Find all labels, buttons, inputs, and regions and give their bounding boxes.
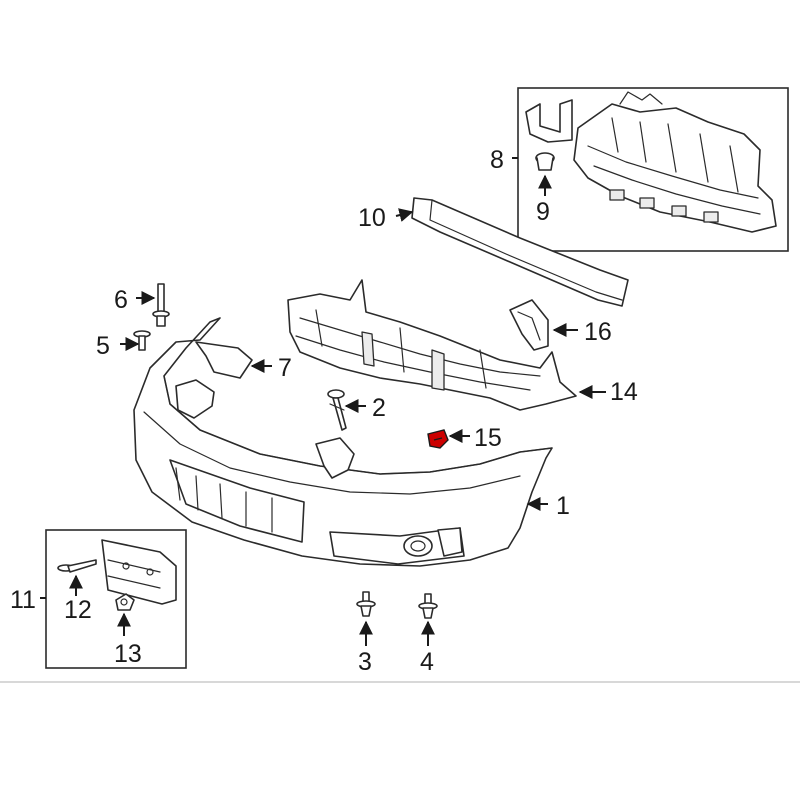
- screw-12[interactable]: [57, 559, 97, 573]
- callout-16: 16: [584, 318, 612, 346]
- clip-15[interactable]: [427, 429, 449, 449]
- air-deflector[interactable]: [287, 279, 577, 411]
- callout-13: 13: [114, 640, 142, 668]
- guide-bracket[interactable]: [175, 341, 355, 479]
- bumper-cover[interactable]: [133, 317, 553, 567]
- absorber-bracket[interactable]: [525, 99, 573, 143]
- callout-10: 10: [358, 204, 386, 232]
- callout-7: 7: [278, 354, 292, 382]
- push-pin-2[interactable]: [327, 389, 347, 431]
- nut-13[interactable]: [115, 593, 135, 611]
- bolt-6[interactable]: [152, 283, 170, 327]
- callout-3: 3: [358, 648, 372, 676]
- callout-8: 8: [490, 146, 504, 174]
- impact-bar[interactable]: [411, 197, 629, 307]
- screw-5[interactable]: [133, 330, 151, 351]
- callout-14: 14: [610, 378, 638, 406]
- inset-box-absorber: [517, 87, 789, 252]
- fastener-4[interactable]: [418, 593, 438, 619]
- callout-5: 5: [96, 332, 110, 360]
- callout-9: 9: [536, 198, 550, 226]
- callout-1: 1: [556, 492, 570, 520]
- callout-12: 12: [64, 596, 92, 624]
- callout-11: 11: [10, 586, 36, 614]
- callout-2: 2: [372, 394, 386, 422]
- callout-15: 15: [474, 424, 502, 452]
- license-plate-bracket[interactable]: [101, 539, 177, 605]
- callout-4: 4: [420, 648, 434, 676]
- fastener-3[interactable]: [356, 591, 376, 617]
- energy-absorber[interactable]: [573, 91, 777, 233]
- leader-lines: [40, 157, 606, 646]
- push-retainer-9[interactable]: [535, 152, 555, 171]
- bracket-16[interactable]: [509, 299, 549, 351]
- callout-6: 6: [114, 286, 128, 314]
